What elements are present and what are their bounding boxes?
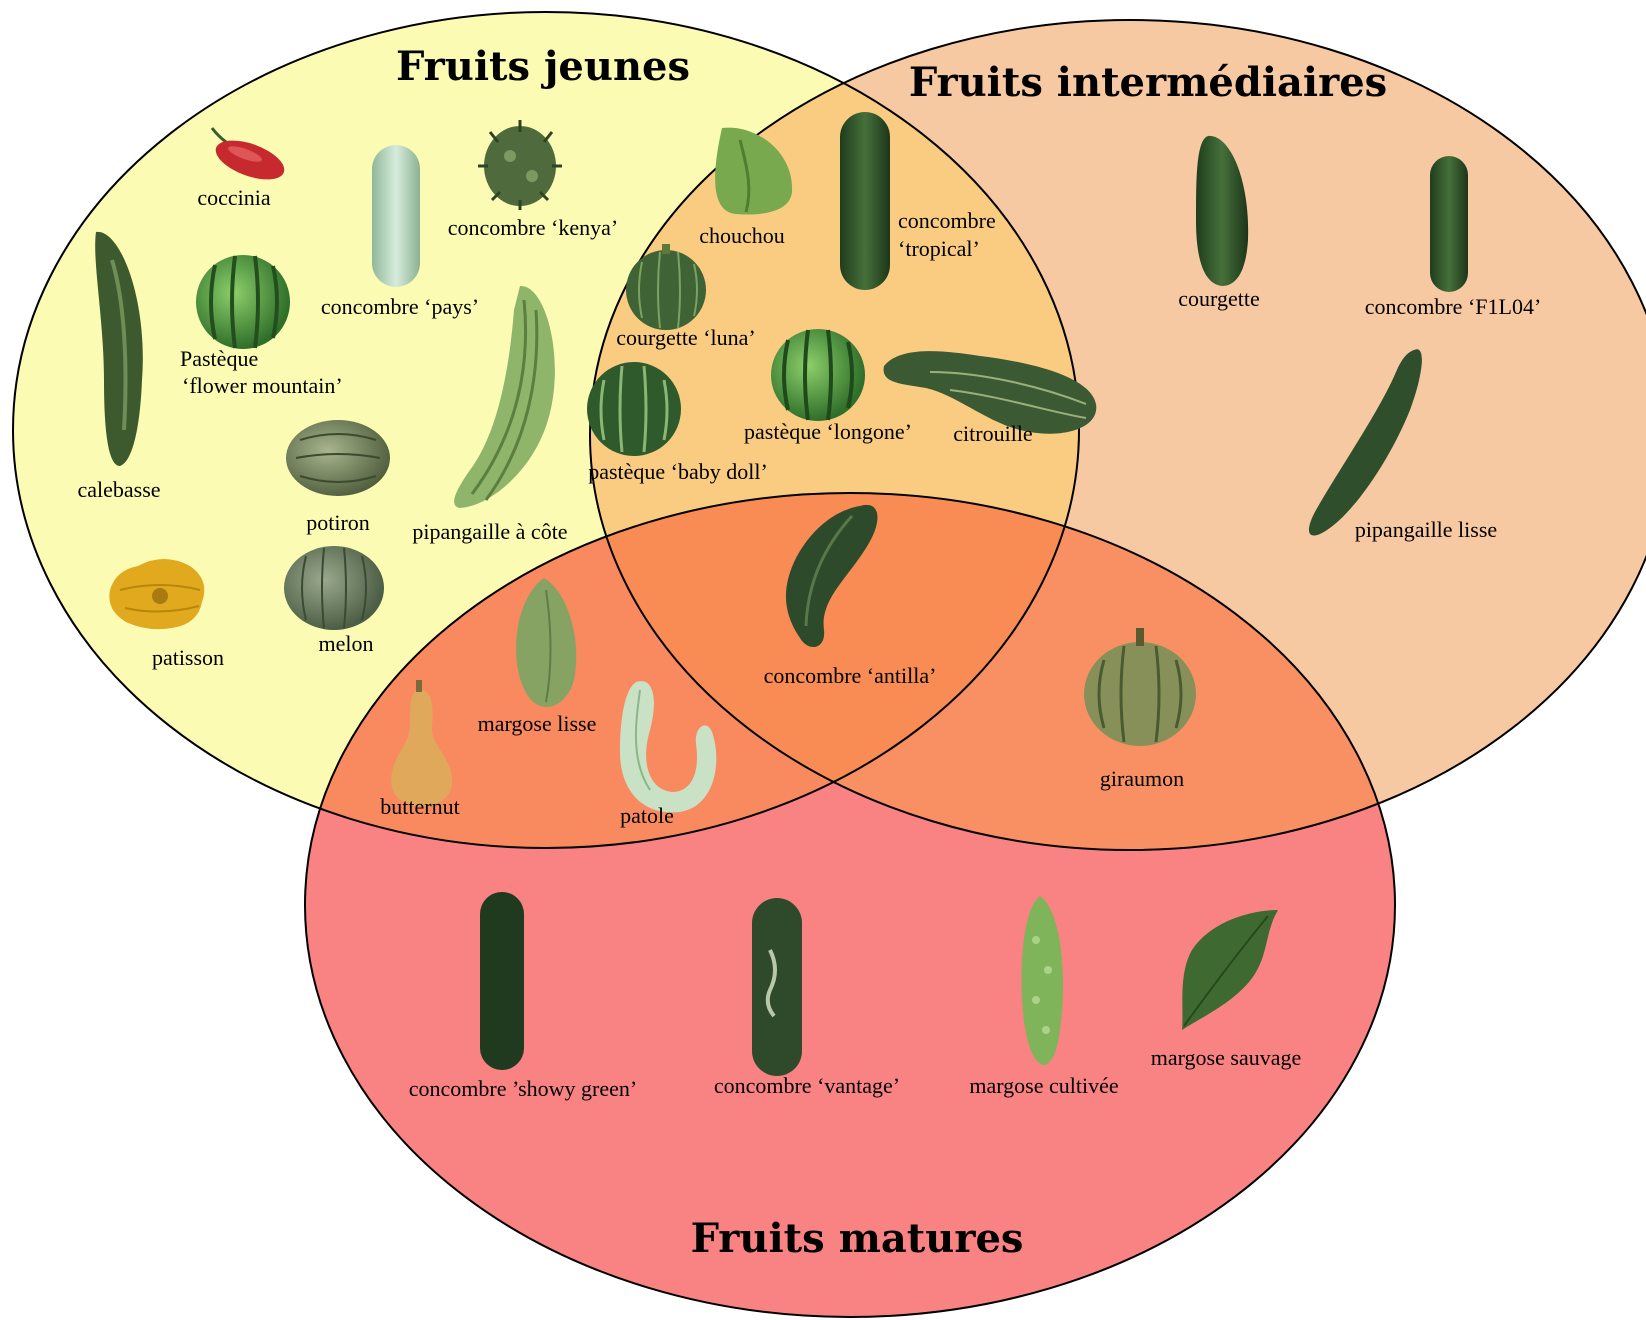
pumpkin-icon [286,420,390,496]
watermelon-baby-doll-icon [587,362,681,456]
label-concombre-f1l04: concombre ‘F1L04’ [1365,294,1542,319]
label-chouchou: chouchou [699,223,785,248]
label-citrouille: citrouille [953,421,1032,446]
label-courgette: courgette [1178,286,1259,311]
label-concombre-vantage: concombre ‘vantage’ [714,1073,900,1098]
cucumber-vantage-icon [752,898,802,1076]
label-concombre-tropical-2: ‘tropical’ [898,236,980,261]
label-pipangaille-lisse: pipangaille lisse [1355,517,1497,542]
label-calebasse: calebasse [77,477,160,502]
set-mature-title: Fruits matures [691,1215,1024,1262]
label-pasteque-longone: pastèque ‘longone’ [744,419,912,444]
label-concombre-antilla: concombre ‘antilla’ [764,663,937,688]
cucumber-f1l04-icon [1430,156,1468,292]
label-pasteque-baby-doll: pastèque ‘baby doll’ [588,459,768,484]
set-intermediate-title: Fruits intermédiaires [909,59,1387,106]
label-giraumon: giraumon [1100,766,1184,791]
watermelon-icon [196,255,290,349]
cucumber-tropical-icon [840,112,890,290]
watermelon-longone-icon [771,329,865,421]
label-pipangaille-cote: pipangaille à côte [412,519,567,544]
cucumber-pays-icon [372,145,420,287]
label-pasteque-flower-1: Pastèque [180,346,258,371]
cucumber-showy-green-icon [480,892,524,1070]
label-patisson: patisson [152,645,224,670]
label-melon: melon [319,631,374,656]
label-patole: patole [620,803,674,828]
label-margose-sauvage: margose sauvage [1151,1045,1302,1070]
label-coccinia: coccinia [197,185,271,210]
label-butternut: butternut [380,794,459,819]
label-potiron: potiron [306,510,370,535]
label-margose-lisse: margose lisse [478,711,597,736]
label-margose-cultivee: margose cultivée [969,1073,1118,1098]
label-pasteque-flower-2: ‘flower mountain’ [182,373,343,398]
label-courgette-luna: courgette ‘luna’ [616,325,755,350]
label-concombre-tropical-1: concombre [898,208,996,233]
label-concombre-showy-green: concombre ’showy green’ [409,1076,637,1101]
label-concombre-kenya: concombre ‘kenya’ [448,215,618,240]
melon-icon [284,546,384,630]
label-concombre-pays: concombre ‘pays’ [321,294,479,319]
set-young-title: Fruits jeunes [396,43,690,90]
